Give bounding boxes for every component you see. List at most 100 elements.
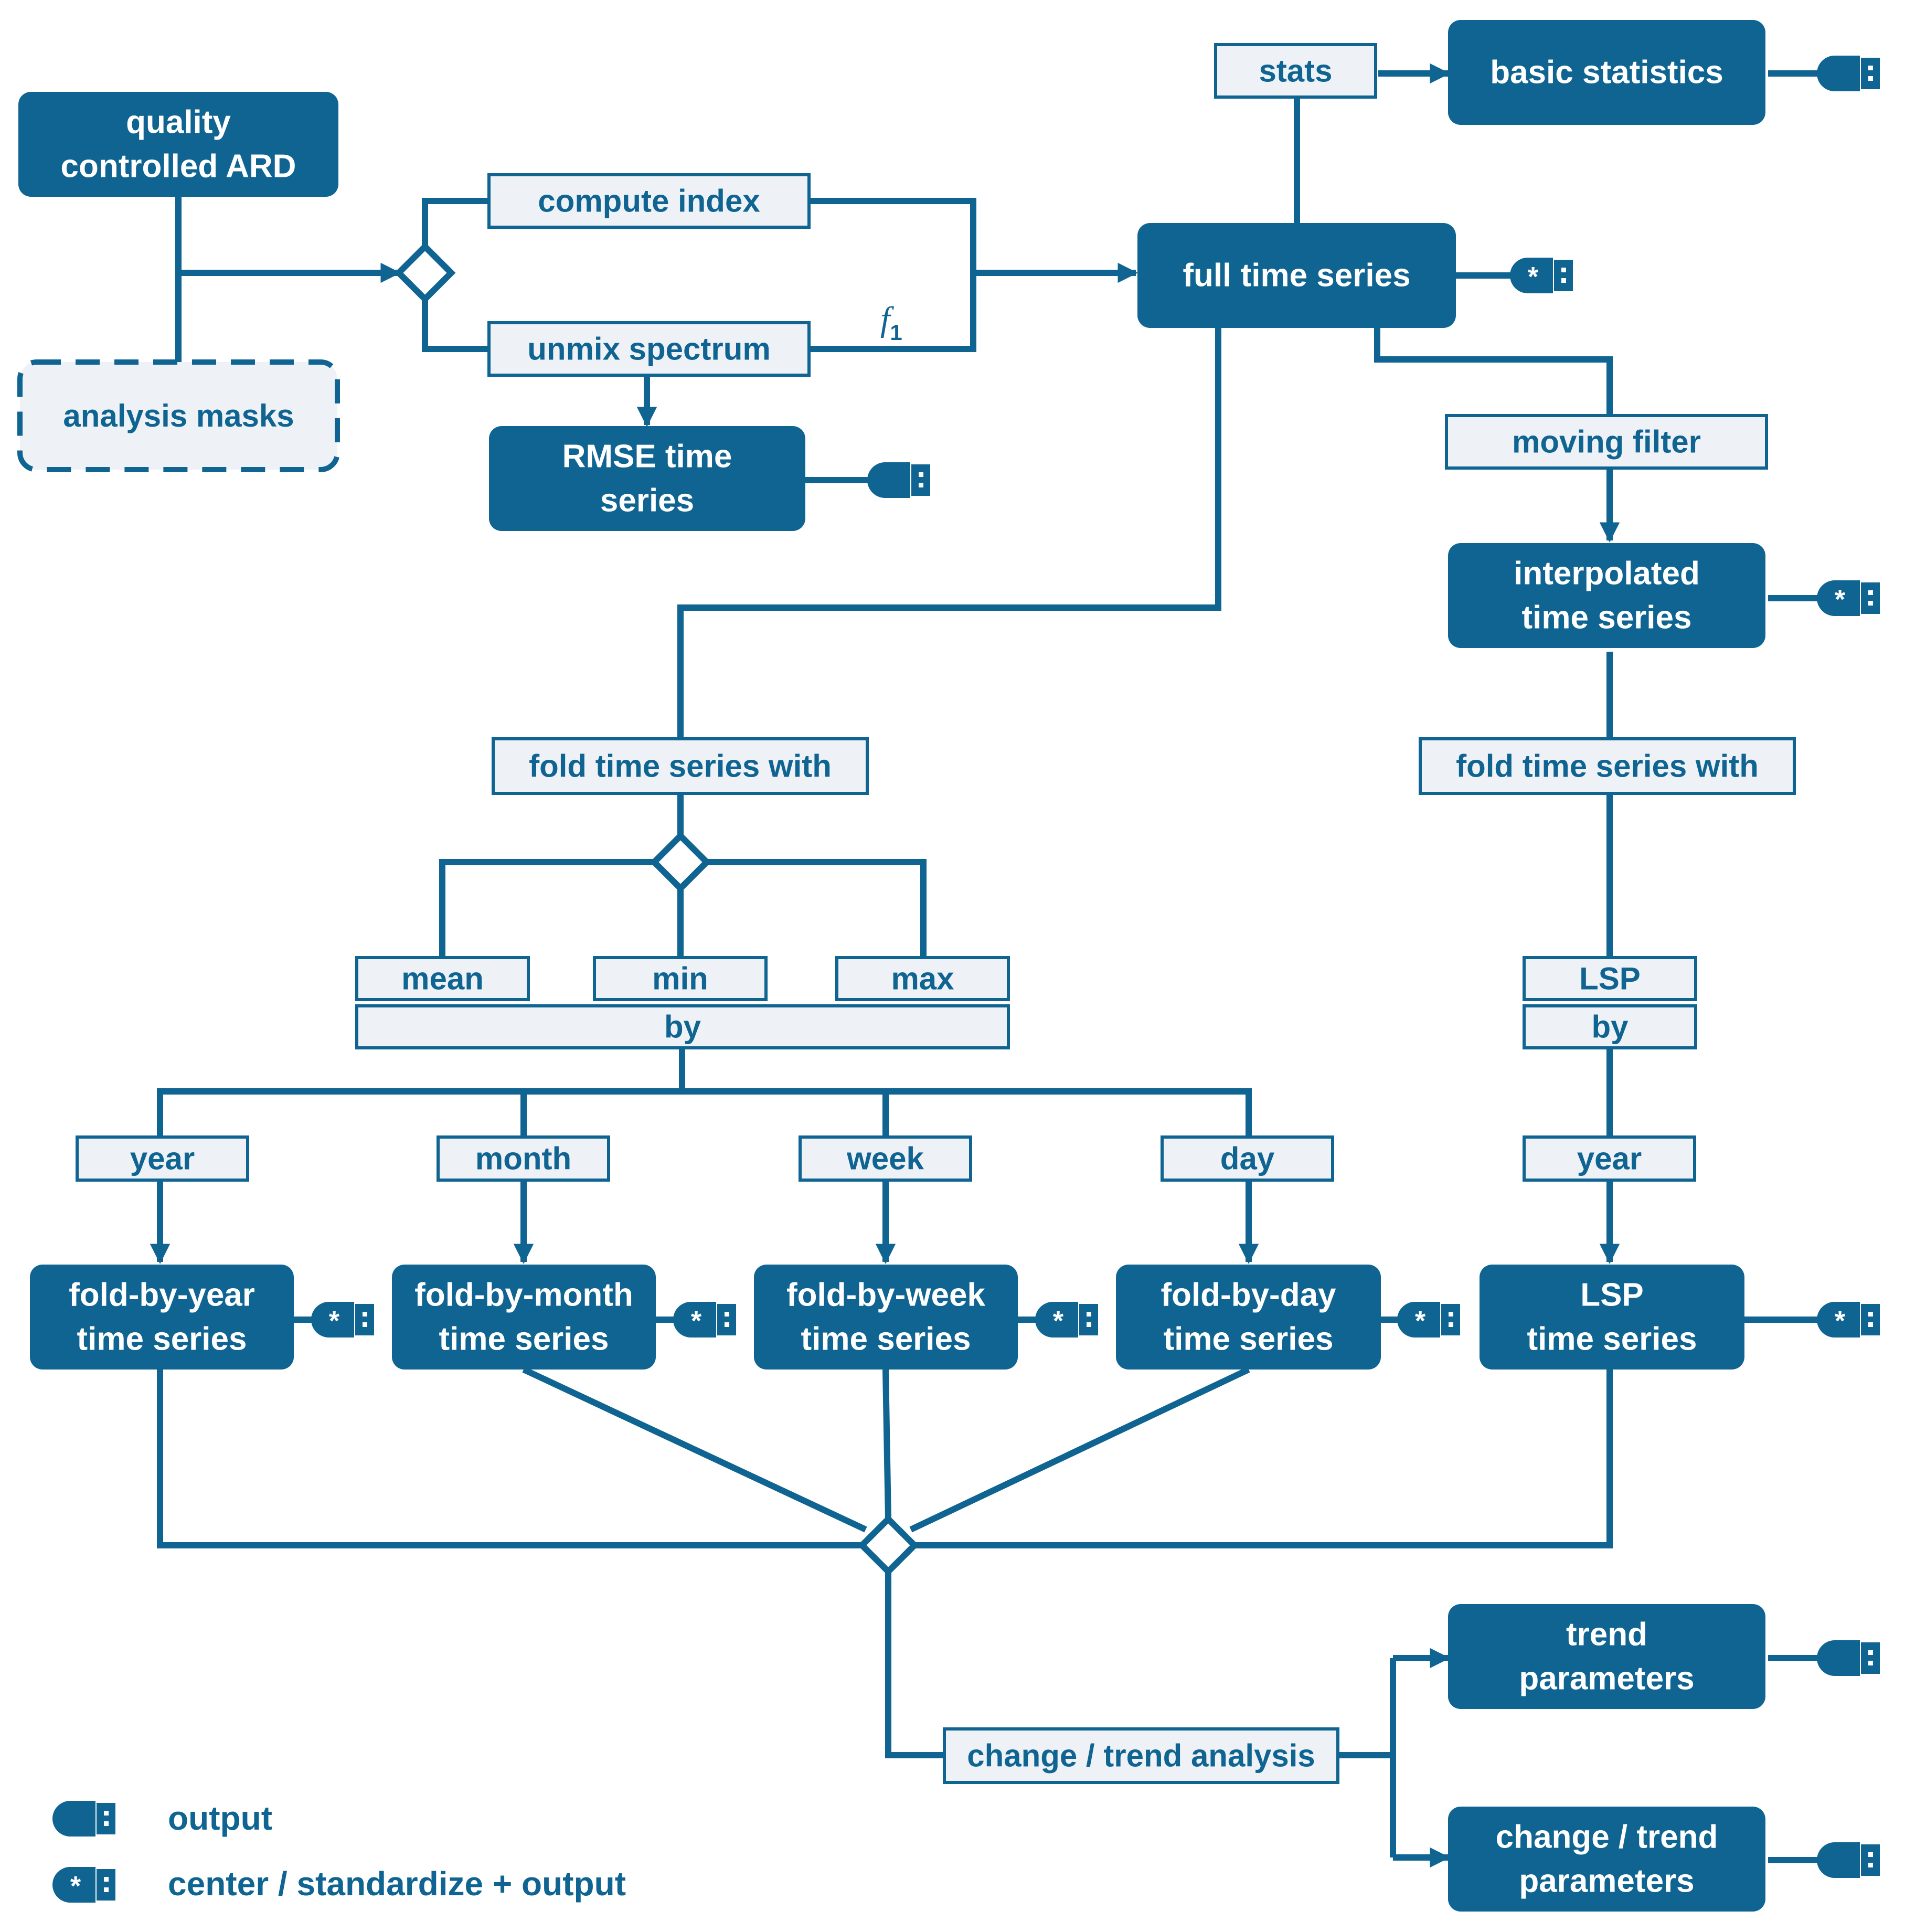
node-label: max (891, 961, 954, 996)
legend: * output center / standardize + output (52, 1799, 626, 1903)
legend-center-label: center / standardize + output (168, 1865, 626, 1903)
node-box (489, 426, 805, 531)
output-icon-basic-statistics (1817, 56, 1880, 91)
node-box (1523, 1004, 1697, 1049)
node-label: stats (1259, 54, 1332, 89)
f1-label: f1 (880, 300, 902, 345)
node-box (1116, 1265, 1381, 1370)
svg-text:*: * (1835, 585, 1846, 615)
center-output-icon-fold-month: * (673, 1302, 736, 1337)
node-label: fold time series with (1456, 749, 1759, 784)
node-box (943, 1727, 1339, 1784)
center-output-icon-full-ts: * (1510, 258, 1573, 293)
node-box (487, 173, 811, 229)
svg-text:*: * (691, 1306, 702, 1336)
node-box (835, 956, 1010, 1001)
node-box (492, 737, 869, 795)
node-box (754, 1265, 1018, 1370)
node-box (1448, 543, 1765, 648)
node-label: by (664, 1010, 701, 1045)
node-week: week (799, 1135, 972, 1182)
node-label: time series (1164, 1321, 1334, 1357)
node-day: day (1161, 1135, 1334, 1182)
node-label: time series (77, 1321, 247, 1357)
output-icon-trend-params (1817, 1640, 1880, 1676)
node-box (487, 321, 811, 377)
node-label: controlled ARD (61, 148, 296, 185)
node-mean: mean (355, 956, 530, 1001)
node-box (17, 359, 340, 472)
legend-output-label: output (168, 1799, 272, 1837)
node-label: fold time series with (529, 749, 832, 784)
svg-text:*: * (1053, 1306, 1064, 1336)
svg-text:*: * (329, 1306, 340, 1336)
node-fold-month: fold-by-month time series (392, 1265, 656, 1370)
node-box (355, 956, 530, 1001)
node-quality-ard: quality controlled ARD (18, 92, 338, 197)
node-box (1480, 1265, 1744, 1370)
diamond-mid (650, 831, 711, 893)
node-label: time series (801, 1321, 971, 1357)
node-box (1523, 956, 1697, 1001)
node-box (1448, 20, 1765, 125)
center-output-icon-lsp: * (1817, 1302, 1880, 1337)
node-by-left: by (355, 1004, 1010, 1049)
node-box (1448, 1604, 1765, 1709)
center-output-icon-fold-year: * (311, 1302, 374, 1337)
svg-text:*: * (70, 1871, 81, 1902)
node-fold-year: fold-by-year time series (30, 1265, 294, 1370)
node-label: unmix spectrum (527, 332, 770, 367)
node-analysis-masks: analysis masks (17, 359, 340, 472)
node-box (18, 92, 338, 197)
legend-center-icon: * (52, 1867, 115, 1903)
node-label: series (600, 483, 694, 519)
node-label: interpolated (1514, 556, 1700, 592)
node-lsp: LSP (1523, 956, 1697, 1001)
node-label: year (130, 1141, 195, 1176)
node-label: parameters (1519, 1863, 1694, 1899)
node-box (593, 956, 768, 1001)
node-label: analysis masks (63, 398, 294, 433)
node-year-left: year (76, 1135, 249, 1182)
node-label: compute index (538, 184, 760, 219)
node-box (1137, 223, 1456, 328)
node-interpolated: interpolated time series (1448, 543, 1765, 648)
node-label: fold-by-month (414, 1277, 633, 1313)
legend-output-icon (52, 1801, 115, 1837)
output-icon-rmse (867, 462, 930, 498)
node-label: time series (439, 1321, 609, 1357)
node-label: week (846, 1141, 924, 1176)
node-label: time series (1522, 600, 1692, 636)
node-label: change / trend (1496, 1819, 1718, 1855)
node-label: LSP (1579, 961, 1641, 996)
connectors (150, 63, 1828, 1868)
diamond-bottom (857, 1514, 919, 1576)
node-month: month (437, 1135, 610, 1182)
decision-diamonds (394, 242, 919, 1576)
node-label: quality (126, 104, 231, 141)
node-label: fold-by-week (786, 1277, 985, 1313)
node-stats: stats (1214, 43, 1377, 99)
node-label: moving filter (1512, 424, 1701, 460)
node-min: min (593, 956, 768, 1001)
node-label: year (1577, 1141, 1642, 1176)
node-label: fold-by-year (69, 1277, 255, 1313)
node-box (1523, 1135, 1696, 1182)
diamond-top (394, 242, 456, 304)
node-fold-with-left: fold time series with (492, 737, 869, 795)
center-output-icon-fold-day: * (1397, 1302, 1460, 1337)
center-output-icon-interpolated: * (1817, 580, 1880, 616)
node-box (1161, 1135, 1334, 1182)
node-label: mean (401, 961, 484, 996)
node-unmix-spectrum: unmix spectrum (487, 321, 811, 377)
node-label: basic statistics (1490, 55, 1723, 91)
node-by-right: by (1523, 1004, 1697, 1049)
node-box (799, 1135, 972, 1182)
node-label: trend (1566, 1617, 1647, 1653)
node-fold-with-right: fold time series with (1419, 737, 1796, 795)
node-label: LSP (1580, 1277, 1644, 1313)
